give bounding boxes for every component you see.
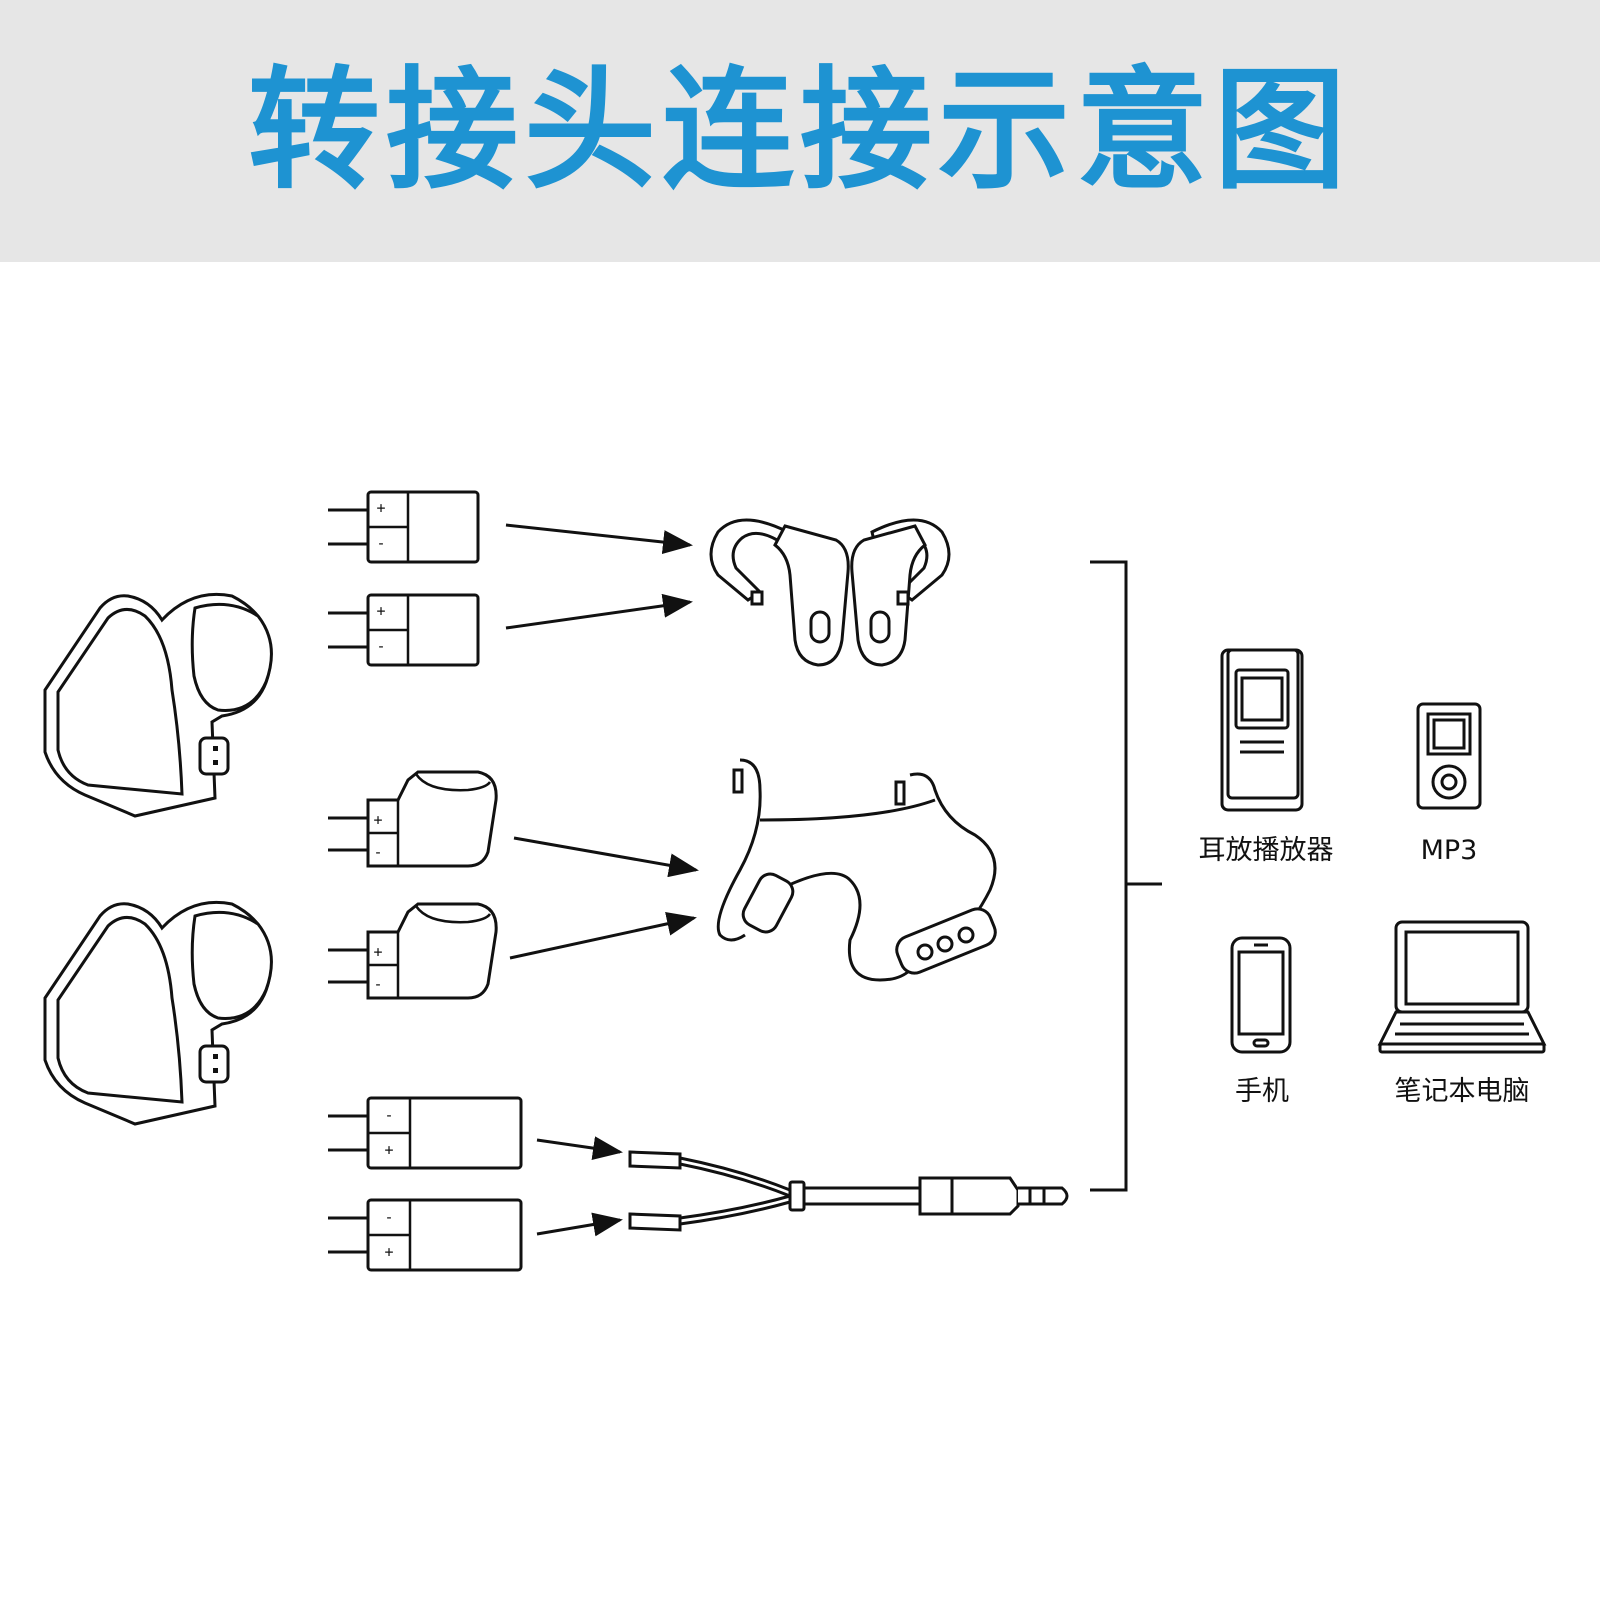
- connector-row3-a-icon: - +: [326, 1096, 523, 1170]
- svg-text:-: -: [384, 1106, 393, 1124]
- connector-row3-b-icon: - +: [326, 1198, 523, 1272]
- svg-text:-: -: [384, 1208, 393, 1226]
- device-label-phone: 手机: [1235, 1076, 1289, 1107]
- svg-text:+: +: [384, 1141, 393, 1159]
- svg-text:+: +: [373, 943, 382, 961]
- header-bar: 转接头连接示意图: [0, 0, 1600, 262]
- arrow-row3-b: [536, 1212, 623, 1237]
- laptop-icon: [1377, 920, 1547, 1054]
- device-label-mp3: MP3: [1421, 835, 1478, 866]
- svg-text:-: -: [373, 843, 382, 861]
- svg-text:+: +: [376, 602, 385, 620]
- page-title: 转接头连接示意图: [248, 54, 1352, 208]
- connector-row2-b-icon: + -: [326, 902, 498, 1000]
- arrow-row1-a: [505, 523, 693, 555]
- svg-text:+: +: [384, 1243, 393, 1261]
- device-label-laptop: 笔记本电脑: [1395, 1076, 1530, 1107]
- neckband-cable-icon: [716, 758, 997, 982]
- grouping-bracket: [1090, 560, 1162, 1192]
- svg-text:+: +: [373, 811, 382, 829]
- svg-text:-: -: [376, 534, 385, 552]
- arrow-row1-b: [505, 593, 693, 630]
- portable-player-icon: [1220, 648, 1304, 812]
- y-split-cable-icon: [628, 1150, 1069, 1232]
- arrow-row2-b: [509, 912, 697, 960]
- iem-bottom-icon: [43, 900, 273, 1126]
- svg-text:+: +: [376, 499, 385, 517]
- smartphone-icon: [1230, 936, 1292, 1054]
- connector-row1-a-icon: + -: [326, 490, 480, 564]
- arrow-row2-a: [513, 836, 699, 878]
- device-label-dap: 耳放播放器: [1199, 835, 1334, 866]
- mp3-player-icon: [1416, 702, 1482, 810]
- arrow-row3-a: [536, 1136, 623, 1161]
- svg-text:-: -: [376, 637, 385, 655]
- svg-text:-: -: [373, 975, 382, 993]
- connector-row2-a-icon: + -: [326, 770, 498, 868]
- ear-hook-module-icon: [709, 518, 951, 667]
- connector-row1-b-icon: + -: [326, 593, 480, 667]
- iem-top-icon: [43, 592, 273, 818]
